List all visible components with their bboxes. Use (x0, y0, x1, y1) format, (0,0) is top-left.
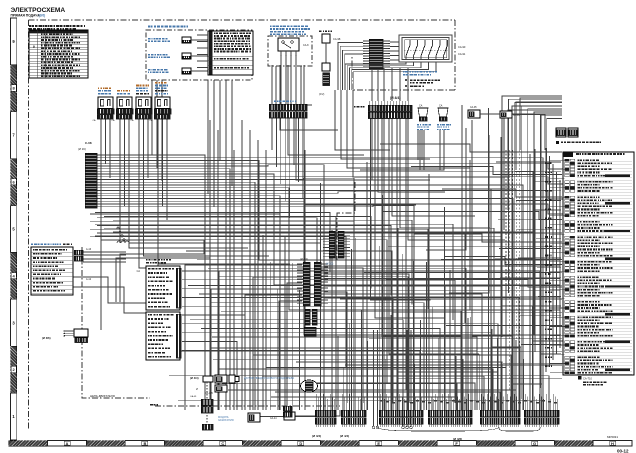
svg-text:(И 4/4): (И 4/4) (340, 434, 349, 438)
svg-text:CA: CA (92, 119, 96, 122)
svg-text:1: 1 (12, 414, 15, 419)
svg-text:(И 3/4): (И 3/4) (312, 434, 321, 438)
svg-text:А-16: А-16 (86, 248, 92, 251)
svg-text:(И 2): (И 2) (319, 93, 325, 96)
svg-text:6: 6 (12, 180, 15, 185)
svg-text:CA: CA (130, 119, 134, 122)
svg-text:G: G (533, 441, 536, 446)
svg-text:(И 4/4): (И 4/4) (390, 96, 400, 100)
svg-text:ЗАЖИГАНИЯ: ЗАЖИГАНИЯ (218, 419, 234, 422)
svg-text:ЦЕПЬ ДВИГАТЕЛЯ: ЦЕПЬ ДВИГАТЕЛЯ (90, 394, 115, 398)
svg-text:H: H (611, 441, 614, 446)
svg-text:(И 16): (И 16) (78, 147, 86, 151)
svg-text:(И 2/2): (И 2/2) (300, 257, 308, 261)
svg-text:C-08: C-08 (85, 141, 92, 145)
svg-text:ПРЯМАЯ ПОДАЧА: ПРЯМАЯ ПОДАЧА (11, 14, 41, 18)
svg-text:9: 9 (12, 39, 15, 44)
svg-text:CA-8: CA-8 (303, 44, 309, 47)
svg-text:00-12: 00-12 (617, 449, 629, 453)
svg-text:5: 5 (12, 227, 15, 232)
svg-text:9: 9 (33, 45, 35, 49)
svg-text:CA: CA (137, 270, 141, 273)
svg-text:CA-91: CA-91 (458, 52, 466, 56)
svg-text:ДАТЧИК ПРЕДПУСКОВОГО ПОДОГРЕВА: ДАТЧИК ПРЕДПУСКОВОГО ПОДОГРЕВА (244, 376, 294, 380)
svg-text:A: A (66, 441, 69, 446)
svg-text:B: B (143, 441, 146, 446)
svg-text:CA-44: CA-44 (270, 417, 277, 420)
svg-text:(И 3/6): (И 3/6) (42, 336, 51, 340)
svg-text:МОДУЛЬ: МОДУЛЬ (218, 416, 229, 419)
svg-text:2: 2 (12, 367, 15, 372)
svg-text:D: D (299, 441, 302, 446)
svg-text:(И 4/4): (И 4/4) (190, 376, 199, 380)
svg-text:CA-49: CA-49 (190, 395, 197, 398)
svg-text:CA: CA (419, 105, 423, 108)
svg-text:CA-T10: CA-T10 (583, 377, 592, 381)
svg-text:C: C (221, 441, 224, 446)
svg-text:(И 2/2): (И 2/2) (326, 263, 334, 266)
svg-text:CA: CA (111, 119, 115, 122)
svg-text:CA: CA (439, 105, 443, 108)
svg-text:3: 3 (12, 320, 15, 325)
svg-text:8: 8 (12, 86, 15, 91)
svg-text:ЭЛЕКТРОСХЕМА: ЭЛЕКТРОСХЕМА (11, 7, 66, 14)
svg-text:E: E (377, 441, 380, 446)
svg-text:CA-95: CA-95 (470, 106, 477, 109)
svg-text:4: 4 (12, 273, 15, 278)
svg-text:CA-445: CA-445 (205, 392, 214, 395)
svg-text:CA-90: CA-90 (458, 45, 466, 49)
svg-text:CA-96: CA-96 (513, 114, 520, 117)
svg-text:CA-98: CA-98 (333, 37, 341, 41)
svg-text:MF5031: MF5031 (607, 435, 618, 439)
svg-text:(3/6): (3/6) (39, 14, 46, 18)
svg-text:CA: CA (149, 119, 153, 122)
svg-text:7: 7 (12, 133, 15, 138)
svg-text:И: И (196, 387, 198, 391)
svg-text:(И 3/6): (И 3/6) (453, 437, 462, 441)
svg-text:F: F (455, 441, 458, 446)
svg-text:А-12: А-12 (86, 278, 92, 281)
